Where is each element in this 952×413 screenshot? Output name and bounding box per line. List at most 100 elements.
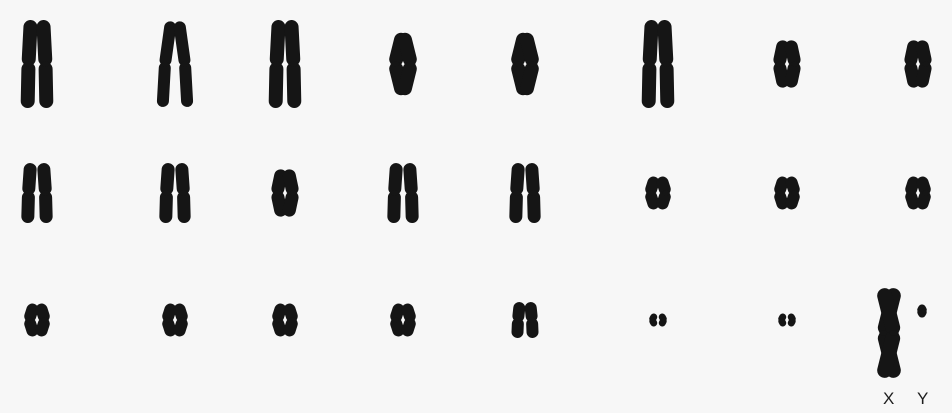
y-label: Y (917, 389, 928, 408)
chromosome-right (524, 301, 539, 338)
centromere (289, 62, 298, 67)
chromosome-pair (777, 312, 797, 328)
chromosome-pair (23, 302, 52, 338)
chromosome-right (282, 168, 300, 218)
centromere (41, 318, 49, 323)
chromosome-arm-q (21, 62, 36, 108)
centromere (179, 191, 187, 196)
chromosome-pair (269, 20, 302, 108)
chromosome-arm-p (173, 21, 191, 67)
centromere (662, 62, 671, 67)
chromosome-arm-q (177, 191, 191, 223)
chromosome-pair (648, 312, 668, 328)
centromere (662, 318, 666, 323)
centromere (791, 191, 799, 196)
centromere (791, 318, 795, 323)
chromosome-right (784, 175, 801, 211)
chromosome-pair (773, 175, 802, 211)
chromosome-arm-q (286, 62, 301, 108)
centromere (289, 191, 297, 196)
chromosome-right (403, 163, 419, 224)
centromere (24, 191, 32, 196)
chromosome-right (784, 39, 802, 89)
chromosome-arm-p (21, 20, 37, 67)
centromere (779, 318, 783, 323)
sex-chromosomes: X Y (876, 287, 929, 408)
chromosome-pair (388, 31, 419, 96)
chromosome-left (648, 312, 659, 328)
chromosome-arm-q (269, 62, 284, 108)
centromere (514, 318, 522, 323)
centromere (906, 62, 914, 67)
chromosome-arm-q (21, 191, 35, 223)
centromere (289, 318, 297, 323)
centromere (922, 191, 930, 196)
chromosome-pair (644, 175, 673, 211)
centromere (775, 62, 783, 67)
chromosome-right (172, 302, 189, 338)
chromosome-left (777, 312, 788, 328)
chromosome-pair (270, 168, 300, 218)
centromere (922, 62, 930, 67)
chromosome-right (915, 175, 932, 211)
centromere (390, 191, 398, 196)
chromosome-arm-p (22, 163, 37, 196)
chromosome-arm-p (284, 20, 300, 67)
chromosome-arm-p (388, 163, 403, 196)
centromere (529, 62, 538, 67)
chromosome-arm-q (659, 62, 674, 108)
chromosome-pair (642, 20, 675, 108)
chromosome-arm-p (642, 20, 658, 67)
chromosome-left (21, 20, 38, 108)
centromere (163, 318, 171, 323)
chromosome-arm-q (509, 191, 523, 223)
chromosome-pair (157, 21, 194, 108)
chromosome-pair (509, 163, 541, 224)
chromosome-arm-q (179, 62, 193, 108)
centromere (513, 62, 522, 67)
chromosome-arm-q (159, 191, 173, 223)
centromere (272, 62, 281, 67)
centromere (181, 62, 189, 67)
chromosome-pair (21, 20, 54, 108)
centromere (161, 62, 169, 67)
centromere (922, 309, 926, 314)
chromosome-pair (159, 163, 191, 224)
chromosome-arm-q (405, 191, 419, 223)
centromere (512, 191, 520, 196)
y-chromosome (916, 303, 928, 319)
chromosome-left (509, 163, 525, 224)
chromosome-arm-q (387, 191, 401, 223)
centromere (391, 318, 399, 323)
chromosome-arm-q (38, 62, 53, 108)
chromosome-pair (21, 163, 53, 224)
chromosome-arm-q (642, 62, 657, 108)
centromere (775, 191, 783, 196)
chromosome-right (786, 312, 797, 328)
chromosome-right (655, 175, 672, 211)
chromosome-right (525, 163, 541, 224)
centromere (407, 191, 415, 196)
centromere (906, 191, 914, 196)
centromere (273, 318, 281, 323)
chromosome-right (282, 302, 299, 338)
centromere (529, 191, 537, 196)
chromosome-arm-p (525, 163, 540, 196)
chromosome-pair (772, 39, 802, 89)
chromosome-left (159, 163, 175, 224)
chromosome-right (36, 20, 53, 108)
chromosome-arm-q (527, 191, 541, 223)
chromosome-left (387, 163, 403, 224)
chromosome-arm-p (269, 20, 285, 67)
chromosome-right (175, 163, 191, 224)
x-chromosome (876, 287, 903, 380)
chromosome-pair (510, 31, 541, 96)
centromere (162, 191, 170, 196)
chromosome-left (642, 20, 659, 108)
centromere (25, 318, 33, 323)
chromosome-left (269, 20, 286, 108)
centromere (391, 62, 400, 67)
centromere (528, 318, 536, 323)
chromosome-right (284, 20, 301, 108)
